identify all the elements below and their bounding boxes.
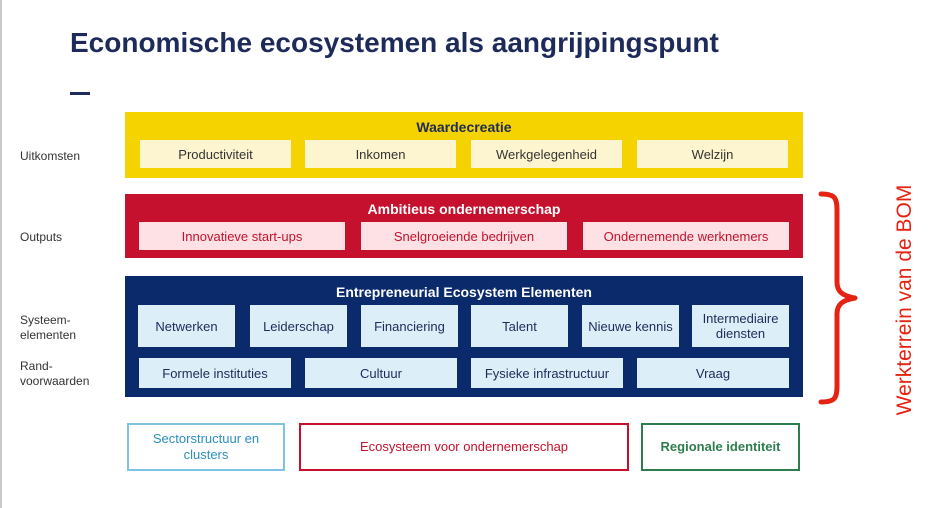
row-label-framework-conditions: Rand- voorwaarden xyxy=(20,359,89,389)
band-title: Waardecreatie xyxy=(416,119,512,135)
row-label-system-elements: Systeem- elementen xyxy=(20,313,76,343)
ecosystem-elements-band: Entrepreneurial Ecosystem Elementen Netw… xyxy=(125,276,803,397)
outcome-cell: Welzijn xyxy=(637,140,788,168)
framework-condition-cell: Formele instituties xyxy=(139,358,291,388)
regional-identity-box: Regionale identiteit xyxy=(641,423,800,471)
band-title: Ambitieus ondernemerschap xyxy=(367,201,561,217)
framework-condition-cell: Fysieke infrastructuur xyxy=(471,358,623,388)
slide-left-border xyxy=(0,0,2,508)
ecosystem-entrepreneurship-box: Ecosysteem voor ondernemerschap xyxy=(299,423,629,471)
system-element-cell: Talent xyxy=(471,305,568,347)
bom-scope-label: Werkterrein van de BOM xyxy=(893,184,916,416)
output-cell: Innovatieve start-ups xyxy=(139,222,345,250)
row-label-line: Rand- xyxy=(20,359,53,373)
curly-brace xyxy=(818,191,858,405)
system-element-cell: Leiderschap xyxy=(250,305,347,347)
system-element-cell: Financiering xyxy=(361,305,458,347)
value-creation-band: Waardecreatie Productiviteit Inkomen Wer… xyxy=(125,112,803,178)
ambitious-entrepreneurship-band: Ambitieus ondernemerschap Innovatieve st… xyxy=(125,194,803,258)
system-element-cell: Nieuwe kennis xyxy=(582,305,679,347)
outcome-cell: Productiviteit xyxy=(140,140,291,168)
output-cell: Snelgroeiende bedrijven xyxy=(361,222,567,250)
row-label-outcomes: Uitkomsten xyxy=(20,149,81,163)
outcome-cell: Werkgelegenheid xyxy=(471,140,622,168)
row-label-line: elementen xyxy=(20,328,77,342)
slide-title: Economische ecosystemen als aangrijpings… xyxy=(70,27,719,58)
framework-condition-cell: Vraag xyxy=(637,358,789,388)
system-element-cell: Netwerken xyxy=(138,305,235,347)
system-element-cell: Intermediaire diensten xyxy=(692,305,789,347)
framework-condition-cell: Cultuur xyxy=(305,358,457,388)
outcome-cell: Inkomen xyxy=(305,140,456,168)
title-underline-dash xyxy=(70,92,90,95)
output-cell: Ondernemende werknemers xyxy=(583,222,789,250)
row-label-outputs: Outputs xyxy=(20,230,63,244)
row-label-line: Systeem- xyxy=(20,313,71,327)
row-label-line: voorwaarden xyxy=(20,374,90,388)
sector-structure-box: Sectorstructuur en clusters xyxy=(127,423,285,471)
band-title: Entrepreneurial Ecosystem Elementen xyxy=(336,284,592,300)
